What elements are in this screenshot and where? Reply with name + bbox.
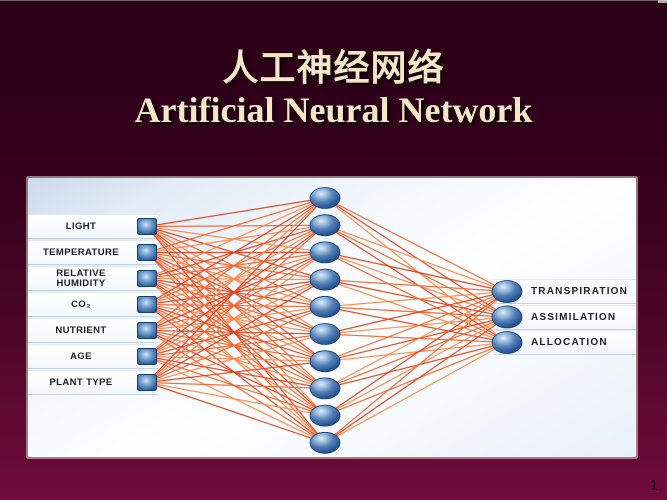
window-corner-notch <box>658 0 667 3</box>
connection-line <box>146 197 326 254</box>
connection-line <box>146 279 326 384</box>
hidden-node <box>309 295 341 318</box>
input-label-row: RELATIVE HUMIDITY <box>28 266 158 291</box>
input-label-row: LIGHT <box>28 214 158 239</box>
output-label: TRANSPIRATION <box>531 286 629 297</box>
connection-line <box>324 291 508 444</box>
connection-line <box>146 197 326 306</box>
input-label: LIGHT <box>65 220 97 232</box>
input-label-row: PLANT TYPE <box>28 370 158 395</box>
connection-line <box>146 381 326 417</box>
connection-line <box>324 306 508 344</box>
input-label: RELATIVE HUMIDITY <box>56 267 106 289</box>
connection-line <box>324 316 508 444</box>
connection-line <box>146 197 326 280</box>
connection-line <box>324 279 508 344</box>
connection-line <box>324 251 508 344</box>
hidden-node <box>309 241 341 264</box>
slide-title: 人工神经网络 Artificial Neural Network <box>0 46 667 131</box>
connection-line <box>324 316 508 417</box>
connection-line <box>146 251 326 384</box>
connection-line <box>324 224 508 293</box>
output-node <box>491 280 523 303</box>
connection-line <box>146 360 326 384</box>
output-label: ASSIMILATION <box>531 311 617 323</box>
input-label-row: AGE <box>28 344 158 369</box>
title-english: Artificial Neural Network <box>134 90 533 130</box>
input-label: TEMPERATURE <box>42 246 119 258</box>
connection-line <box>324 197 508 318</box>
input-label: CO₂ <box>71 298 91 310</box>
connection-line <box>324 290 508 389</box>
output-node <box>491 305 523 329</box>
window-top-edge <box>0 0 667 1</box>
connection-line <box>324 290 508 362</box>
connection-line <box>146 381 326 444</box>
output-node <box>491 331 523 354</box>
connection-line <box>324 316 508 389</box>
input-label: NUTRIENT <box>55 324 107 336</box>
connection-line <box>146 197 326 383</box>
connection-line <box>146 197 326 228</box>
input-node <box>137 348 157 365</box>
connection-line <box>324 251 508 293</box>
input-node <box>137 244 157 261</box>
hidden-node <box>309 187 341 209</box>
input-node <box>137 270 157 287</box>
connection-line <box>324 306 508 318</box>
connection-line <box>324 333 508 344</box>
hidden-node <box>309 377 341 400</box>
connection-lines <box>146 197 508 444</box>
connection-line <box>324 224 508 318</box>
input-label-row: NUTRIENT <box>28 318 158 343</box>
connection-line <box>146 197 326 357</box>
connection-line <box>324 341 508 417</box>
network-nodes <box>137 187 523 454</box>
title-chinese: 人工神经网络 <box>222 48 445 88</box>
connection-line <box>324 278 508 293</box>
connection-line <box>146 306 326 384</box>
connection-line <box>324 224 508 344</box>
input-node <box>137 296 157 313</box>
connection-line <box>324 251 508 318</box>
connection-line <box>324 316 508 335</box>
hidden-node <box>309 268 341 291</box>
hidden-node <box>309 323 341 345</box>
input-node <box>137 322 157 339</box>
connection-line <box>324 278 508 318</box>
input-label: PLANT TYPE <box>49 376 113 388</box>
page-number: 1 <box>649 477 658 494</box>
hidden-node <box>309 431 341 454</box>
output-label: ALLOCATION <box>531 337 608 348</box>
connection-line <box>324 290 508 417</box>
connection-line <box>324 341 508 362</box>
connection-line <box>324 197 508 293</box>
input-label-row: CO₂ <box>28 292 158 317</box>
hidden-node <box>309 350 341 373</box>
input-node <box>137 374 157 391</box>
connection-line <box>324 316 508 362</box>
hidden-node <box>309 214 341 237</box>
input-node <box>137 218 157 235</box>
connection-line <box>146 197 326 332</box>
hidden-node <box>309 404 341 427</box>
diagram-panel: LIGHT TEMPERATURE RELATIVE HUMIDITY CO₂ NUTR… <box>28 178 636 457</box>
connection-line <box>324 341 508 444</box>
connection-line <box>146 381 326 390</box>
connection-line <box>324 197 508 343</box>
connection-line <box>324 290 508 335</box>
network-svg <box>137 187 523 454</box>
connection-line <box>324 341 508 390</box>
connection-line <box>146 224 326 383</box>
input-label-row: TEMPERATURE <box>28 240 158 265</box>
connection-line <box>324 290 508 308</box>
connection-line <box>146 333 326 384</box>
input-label: AGE <box>70 350 92 362</box>
